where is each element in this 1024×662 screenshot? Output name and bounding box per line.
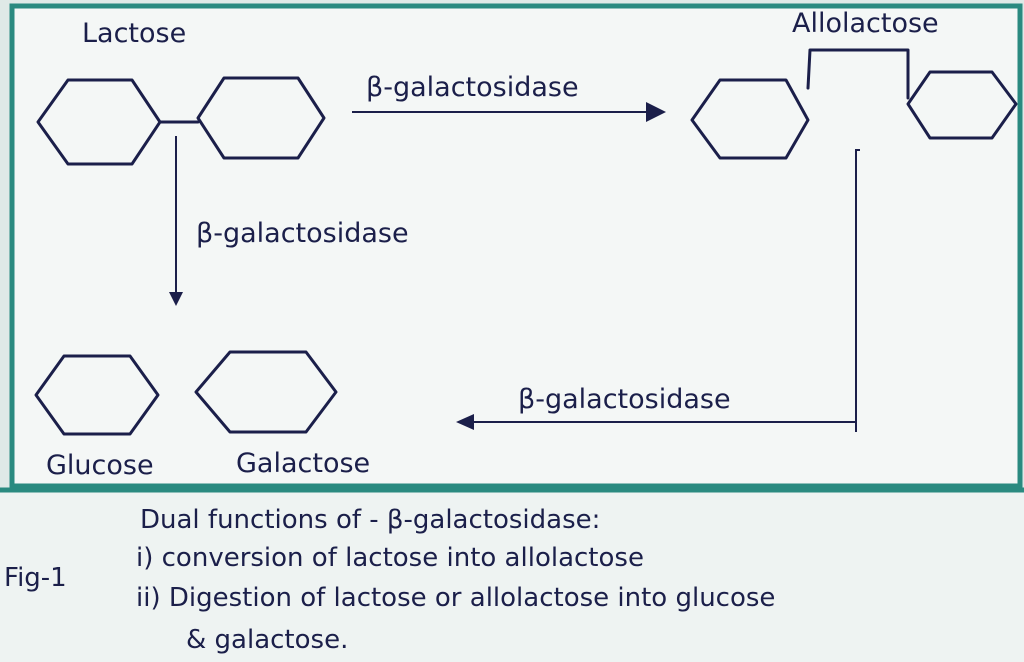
caption-item-2-continued: & galactose.	[186, 625, 348, 655]
enzyme-label-down: β-galactosidase	[196, 218, 409, 249]
enzyme-label-return: β-galactosidase	[518, 384, 731, 415]
glucose-ring	[34, 354, 160, 436]
return-line-vertical	[855, 149, 860, 432]
glucose-label: Glucose	[46, 450, 154, 481]
caption-item-1: i) conversion of lactose into allolactos…	[136, 543, 644, 573]
caption-item-2: ii) Digestion of lactose or allolactose …	[136, 583, 775, 613]
arrowhead-left	[456, 414, 474, 430]
galactose-ring	[194, 350, 338, 434]
allolactose-label: Allolactose	[792, 8, 939, 39]
figure-number: Fig-1	[4, 563, 67, 593]
allolactose-linkage	[806, 48, 910, 100]
galactose-label: Galactose	[236, 448, 370, 479]
arrowhead-down	[169, 292, 183, 306]
diagram-frame	[9, 3, 1023, 489]
enzyme-label-top: β-galactosidase	[366, 72, 579, 103]
allolactose-ring-2	[906, 70, 1018, 140]
allolactose-ring-1	[690, 78, 810, 160]
lactose-label: Lactose	[82, 18, 186, 49]
lactose-ring-2	[196, 76, 326, 160]
caption-area	[0, 490, 1024, 662]
arrowhead-right	[646, 102, 666, 122]
caption-title: Dual functions of - β-galactosidase:	[140, 505, 600, 535]
